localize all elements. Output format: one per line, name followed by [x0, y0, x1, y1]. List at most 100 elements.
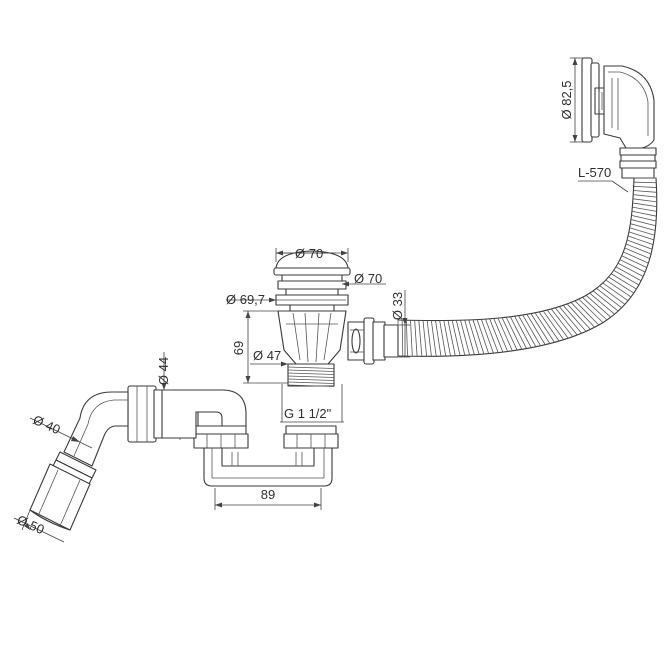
hose-outlet-diameter-label: Ø 33 [390, 292, 405, 320]
dimension-thread-diameter: Ø 47 [250, 348, 288, 367]
hose-rib [627, 235, 654, 246]
dimension-trap-width: 89 [214, 487, 322, 510]
hose-rib [447, 320, 456, 356]
hose-rib [613, 270, 640, 286]
hose-rib [414, 320, 418, 357]
hose-rib [493, 318, 509, 352]
hose-rib [582, 297, 608, 321]
hose-rib [629, 227, 655, 236]
outlet-elbow [29, 385, 247, 531]
thread-line [287, 378, 335, 381]
hose-rib [430, 320, 437, 357]
hose-rib [464, 320, 475, 355]
hose-rib [578, 298, 604, 323]
hose-rib [611, 273, 637, 290]
hose-rib [451, 320, 461, 356]
hose-rib [518, 315, 537, 348]
dimension-overflow-diameter: Ø 82,5 [559, 57, 584, 143]
hose-rib [476, 319, 490, 354]
hose-rib [631, 215, 657, 222]
hose-rib [624, 247, 650, 259]
hose-rib [632, 198, 657, 203]
hose-rib [608, 276, 635, 294]
hose-rib [439, 320, 447, 357]
hose-rib [621, 255, 647, 269]
hose-rib [538, 311, 560, 342]
hose-rib [418, 320, 423, 357]
hose-rib [615, 266, 642, 282]
hose-rib [625, 243, 652, 255]
hose-rib [401, 320, 404, 357]
hose-rib [585, 295, 612, 318]
dimension-height: 69 [231, 310, 290, 384]
hose-rib [619, 259, 646, 273]
hose-rib [489, 318, 504, 353]
hose-rib [443, 320, 451, 357]
hose-rib [631, 210, 657, 217]
hose-rib [405, 320, 408, 357]
hose-rib [630, 223, 656, 231]
trap-assembly [193, 425, 339, 487]
hose-rib [574, 300, 600, 326]
hose-rib [422, 320, 428, 357]
cap-diameter-label: Ø 70 [295, 246, 323, 261]
overflow-head [581, 57, 657, 179]
hose-rib [633, 181, 657, 184]
hose-rib [542, 310, 564, 340]
hose-rib [558, 306, 582, 334]
thread-line [287, 372, 335, 375]
overflow-diameter-label: Ø 82,5 [559, 80, 574, 119]
thread-line [287, 375, 335, 378]
hose-rib [602, 282, 629, 302]
hose-length-label: L-570 [578, 165, 611, 180]
dimension-drain-ring-diameter: Ø 70 [342, 271, 386, 287]
thread-size-label: G 1 1/2" [284, 406, 332, 421]
hose-rib [455, 320, 466, 356]
hose-rib [562, 305, 587, 332]
dimension-hose-outlet-diameter: Ø 33 [390, 290, 410, 358]
hose-rib [526, 314, 546, 345]
hose-rib [589, 292, 615, 315]
hose-rib [435, 320, 442, 357]
thread-diameter-label: Ø 47 [253, 348, 281, 363]
hose-rib [592, 290, 619, 312]
hose-rib [599, 285, 626, 305]
thread-line [287, 384, 335, 387]
trap-width-label: 89 [261, 487, 275, 502]
hose-rib [485, 318, 499, 353]
hose-rib [426, 320, 432, 357]
hose-rib [633, 190, 657, 193]
corrugated-hose [397, 177, 658, 357]
flange-diameter-label: Ø 69,7 [226, 292, 265, 307]
thread-size-annotation: G 1 1/2" [280, 384, 344, 423]
elbow-diameter-label: Ø 40 [31, 412, 63, 437]
dimension-cap-diameter: Ø 70 [275, 246, 349, 262]
hose-rib [472, 319, 485, 355]
hose-rib [497, 317, 513, 352]
hose-rib [410, 320, 413, 357]
hose-rib [510, 316, 527, 349]
drain-ring-diameter-label: Ø 70 [354, 271, 382, 286]
hose-rib [534, 312, 555, 343]
hose-rib [633, 185, 657, 188]
height-label: 69 [231, 341, 246, 355]
dimension-trap-outlet-diameter: Ø 44 [156, 352, 172, 391]
hose-rib [632, 206, 657, 212]
hose-rib [617, 262, 644, 277]
hose-rib [630, 219, 656, 227]
hose-rib [546, 309, 569, 339]
hose-rib [522, 314, 541, 347]
hose-rib [632, 202, 657, 208]
thread-line [287, 366, 335, 369]
hose-rib [633, 194, 657, 198]
thread-line [287, 381, 335, 384]
drain-body [273, 250, 351, 387]
dimension-flange-diameter: Ø 69,7 [226, 292, 278, 307]
hose-rib [505, 317, 523, 350]
hose-rib [468, 319, 480, 355]
hose-rib [550, 308, 574, 337]
hose-rib [530, 313, 551, 344]
hose-rib [566, 303, 591, 330]
